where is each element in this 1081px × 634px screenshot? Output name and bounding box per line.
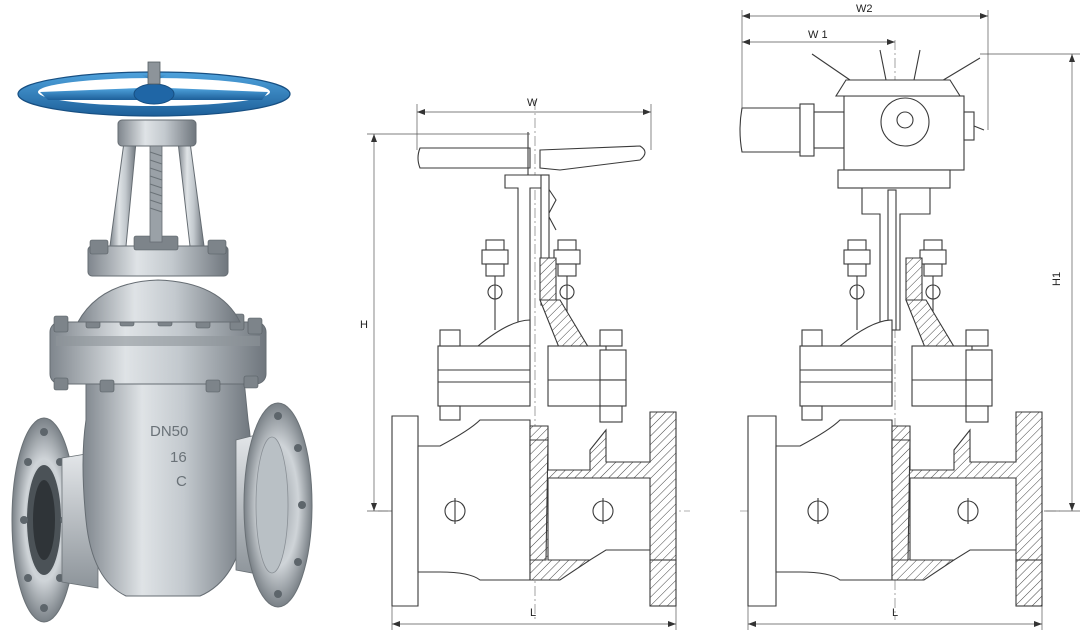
casting-mark-material: C [176, 473, 187, 490]
valve-photo: DN50 16 C [11, 61, 313, 623]
dim-l: L [391, 606, 677, 630]
gland-bolts-right [553, 239, 581, 330]
dim-l-2-label: L [892, 607, 898, 619]
dim-h1: H1 [980, 53, 1080, 512]
dim-h: H [360, 133, 530, 512]
gland-bolts-left [481, 239, 509, 330]
right-flange [243, 402, 313, 608]
dim-w-label: W [527, 97, 538, 109]
electric-actuator [739, 49, 985, 189]
dim-l-label: L [530, 607, 536, 619]
dim-w1: W 1 [742, 29, 895, 45]
manual-valve-drawing: W H L [360, 97, 690, 630]
dim-w: W [416, 97, 652, 150]
dim-w1-label: W 1 [808, 29, 828, 41]
dim-h1-label: H1 [1051, 272, 1063, 286]
casting-mark-size: DN50 [150, 423, 188, 440]
dim-w2-label: W2 [856, 3, 873, 15]
dim-w2: W2 [741, 3, 989, 130]
dim-l-2: L [747, 606, 1043, 630]
gland-bolts-left-2 [843, 239, 871, 330]
casting-mark-pressure: 16 [170, 449, 187, 466]
electric-valve-drawing: W2 W 1 H1 L [739, 3, 1080, 630]
handwheel [17, 61, 291, 117]
left-flange [11, 417, 77, 623]
dim-h-label: H [360, 319, 368, 331]
valve-body [82, 379, 253, 597]
